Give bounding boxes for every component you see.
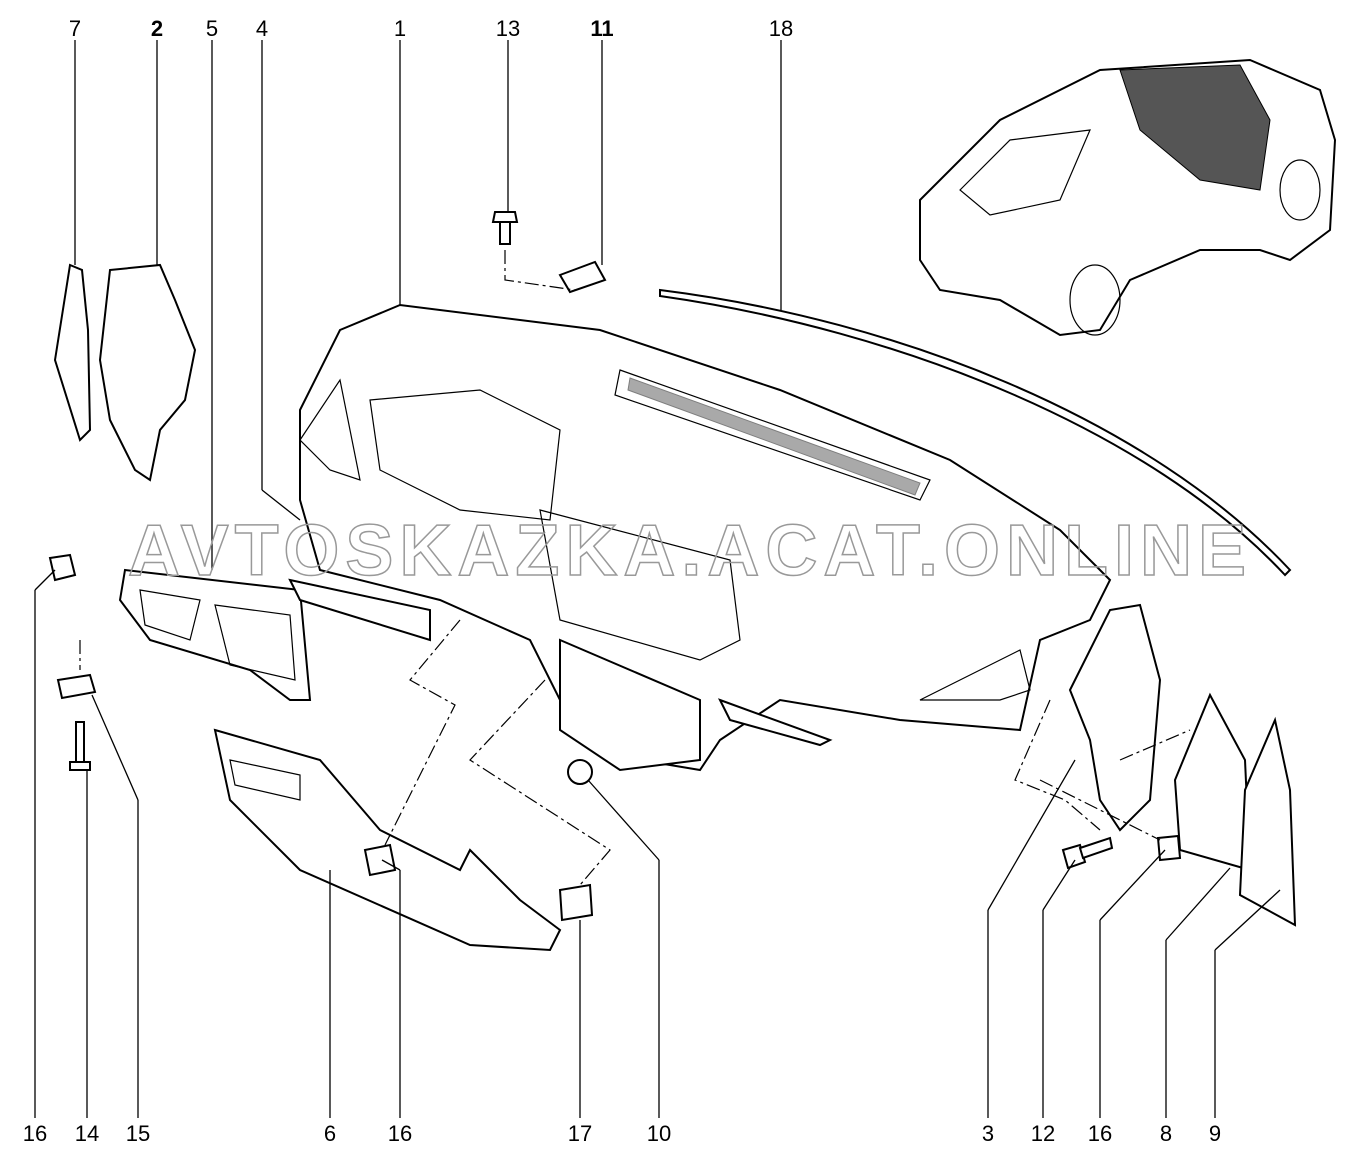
clip-16-mid (363, 843, 397, 877)
side-cover-9 (1238, 716, 1297, 927)
callout-1: 1 (394, 16, 406, 41)
clip-16-right (1156, 834, 1182, 862)
screw-12 (1061, 836, 1114, 870)
callout-16: 16 (388, 1121, 412, 1146)
callout-18: 18 (769, 16, 793, 41)
callout-8: 8 (1160, 1121, 1172, 1146)
assembly-lines (79, 250, 1191, 886)
clip-15 (56, 673, 97, 700)
callout-14: 14 (75, 1121, 99, 1146)
seal-strip (659, 288, 1292, 577)
callout-10: 10 (647, 1121, 671, 1146)
callout-4: 4 (256, 16, 268, 41)
bracket-2 (98, 263, 197, 482)
callout-16: 16 (1088, 1121, 1112, 1146)
trim-4 (288, 578, 431, 642)
instrument-panel (299, 303, 1112, 772)
callout-17: 17 (568, 1121, 592, 1146)
callout-12: 12 (1031, 1121, 1055, 1146)
callout-9: 9 (1209, 1121, 1221, 1146)
callout-2: 2 (151, 16, 163, 41)
bolt-13 (491, 211, 519, 245)
cap-11 (558, 260, 607, 294)
clip-17 (558, 883, 594, 922)
callout-15: 15 (126, 1121, 150, 1146)
callout-7: 7 (69, 16, 81, 41)
callout-16: 16 (23, 1121, 47, 1146)
callout-3: 3 (982, 1121, 994, 1146)
bracket-3 (1068, 603, 1162, 832)
plug-10 (567, 759, 593, 785)
bracket-7 (53, 263, 92, 442)
leader-lines (34, 40, 1281, 1118)
callout-11: 11 (590, 16, 613, 41)
watermark: AVTOSKAZKA.ACAT.ONLINE (128, 511, 1252, 591)
cluster-bezel (118, 568, 312, 701)
callout-13: 13 (496, 16, 520, 41)
clip-16-left (48, 553, 77, 582)
screw-14 (69, 721, 91, 771)
car-thumbnail (919, 58, 1337, 337)
callout-6: 6 (324, 1121, 336, 1146)
side-cover-8 (1173, 692, 1252, 872)
callout-5: 5 (206, 16, 218, 41)
